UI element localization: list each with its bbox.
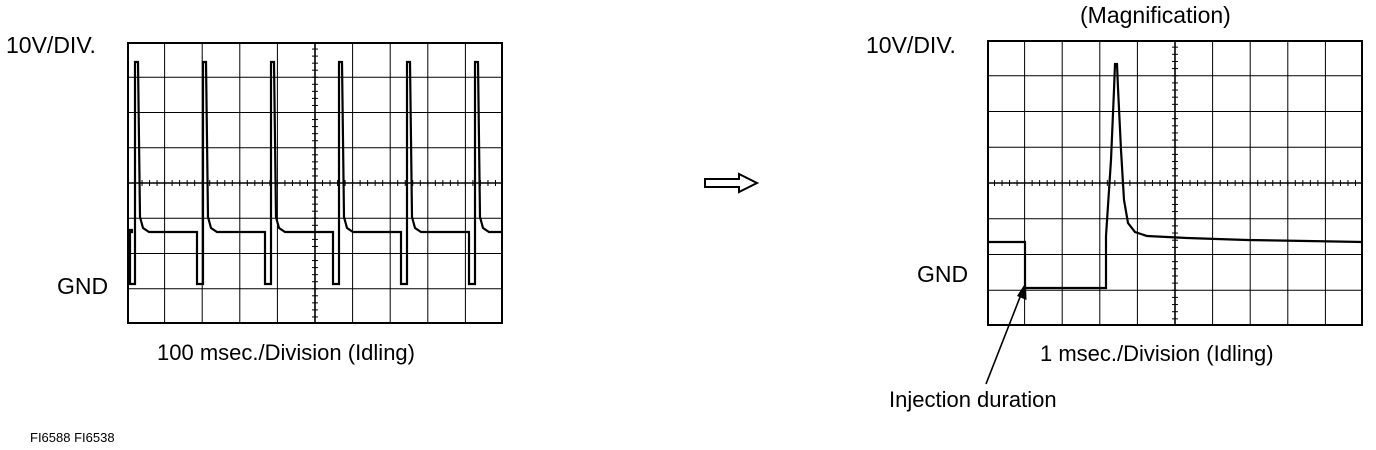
- pointer-arrow-icon: [985, 282, 1027, 385]
- right-oscilloscope-screen: [987, 40, 1363, 326]
- right-caption: 1 msec./Division (Idling): [1040, 341, 1274, 366]
- hollow-arrow-right-icon: [704, 172, 760, 194]
- right-waveform: [987, 62, 1363, 290]
- left-gnd-label: GND: [57, 273, 109, 299]
- left-oscilloscope-screen: [127, 42, 503, 324]
- left-waveform: [127, 60, 503, 286]
- injection-duration-annotation: Injection duration: [889, 387, 1057, 412]
- left-caption: 100 msec./Division (Idling): [157, 340, 415, 365]
- left-volt-label: 10V/DIV.: [6, 32, 96, 58]
- right-volt-label: 10V/DIV.: [866, 32, 956, 58]
- right-scope-grid: [987, 40, 1363, 326]
- figure-codes: FI6588 FI6538: [30, 430, 115, 445]
- right-gnd-label: GND: [917, 261, 969, 287]
- left-scope-grid: [127, 42, 503, 324]
- right-title: (Magnification): [1080, 2, 1231, 28]
